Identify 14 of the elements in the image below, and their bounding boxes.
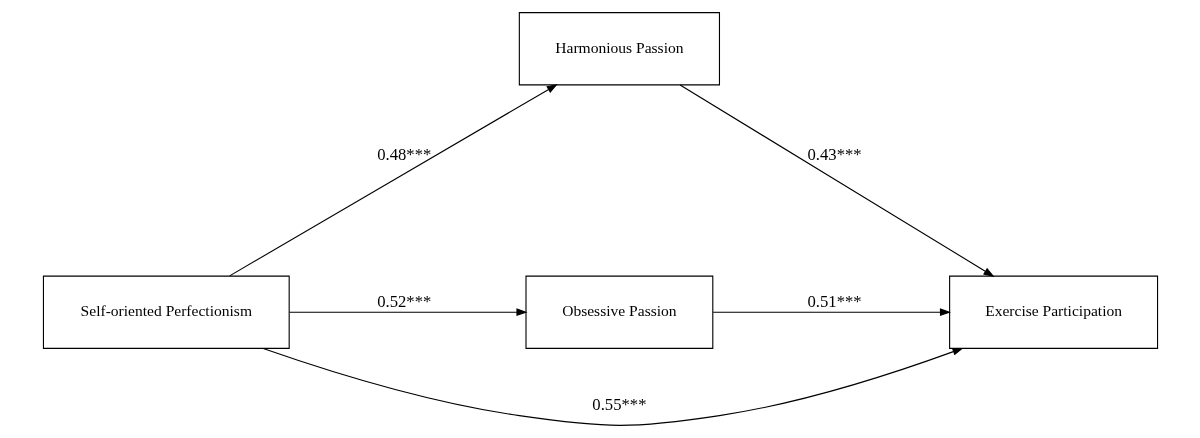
node-box: Harmonious Passion: [518, 12, 720, 86]
edge-label: 0.55***: [591, 395, 646, 415]
arrow: [712, 308, 951, 317]
arrow: [262, 347, 964, 426]
arrow: [679, 84, 995, 277]
edge-label: 0.43***: [806, 144, 862, 164]
edge-label: 0.52***: [376, 291, 431, 311]
edge-label: 0.48***: [376, 144, 431, 164]
node-box: Exercise Participation: [948, 275, 1158, 349]
arrow: [288, 308, 528, 317]
arrow: [228, 84, 558, 277]
node-box: Obsessive Passion: [524, 275, 713, 349]
edge-label: 0.51***: [806, 291, 862, 311]
node-box: Self-oriented Perfectionism: [42, 275, 290, 349]
